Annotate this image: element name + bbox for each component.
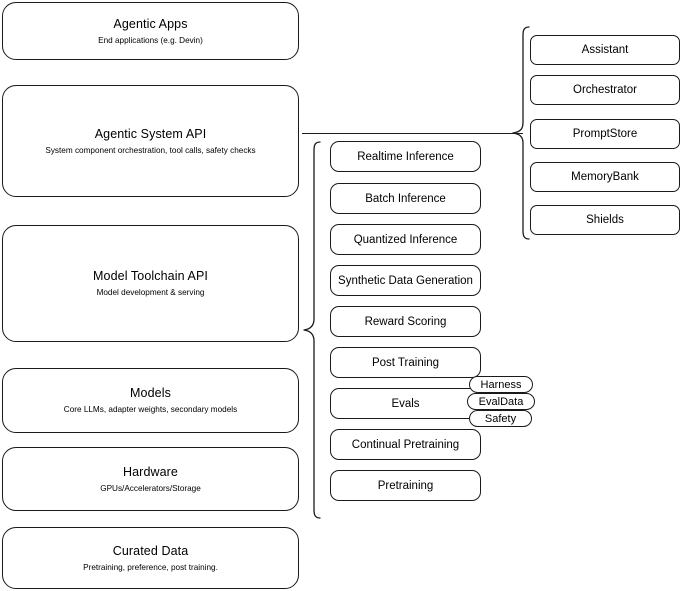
capability-label: Pretraining	[377, 479, 434, 492]
connector-line-agentic-system-api	[302, 133, 523, 134]
layer-title: Curated Data	[112, 543, 189, 558]
layer-title: Agentic System API	[94, 126, 207, 141]
layer-box-hardware[interactable]: Hardware GPUs/Accelerators/Storage	[2, 447, 299, 511]
capability-label: Quantized Inference	[353, 233, 458, 246]
capability-box-realtime-inference[interactable]: Realtime Inference	[330, 141, 481, 172]
capability-box-evals[interactable]: Evals	[330, 388, 481, 419]
layer-subtitle: System component orchestration, tool cal…	[45, 145, 256, 155]
layer-box-agentic-system-api[interactable]: Agentic System API System component orch…	[2, 85, 299, 197]
capability-label: Evals	[391, 397, 420, 410]
component-box-shields[interactable]: Shields	[530, 205, 680, 235]
layer-subtitle: Core LLMs, adapter weights, secondary mo…	[63, 405, 238, 414]
component-box-memorybank[interactable]: MemoryBank	[530, 162, 680, 192]
layer-title: Models	[130, 386, 171, 400]
component-label: Assistant	[581, 44, 629, 56]
layer-title: Hardware	[123, 464, 178, 479]
bracket-model-toolchain	[303, 141, 321, 519]
component-box-assistant[interactable]: Assistant	[530, 35, 680, 65]
evals-tag-safety[interactable]: Safety	[469, 410, 532, 427]
capability-label: Post Training	[371, 356, 440, 369]
component-label: Orchestrator	[573, 84, 637, 96]
component-box-promptstore[interactable]: PromptStore	[530, 119, 680, 149]
layer-title: Model Toolchain API	[93, 269, 208, 283]
capability-box-continual-pretraining[interactable]: Continual Pretraining	[330, 429, 481, 460]
layer-box-agentic-apps[interactable]: Agentic Apps End applications (e.g. Devi…	[2, 2, 299, 60]
component-label: PromptStore	[572, 128, 638, 140]
capability-box-batch-inference[interactable]: Batch Inference	[330, 183, 481, 214]
capability-label: Synthetic Data Generation	[338, 274, 473, 287]
layer-subtitle: Pretraining, preference, post training.	[83, 562, 218, 572]
layer-subtitle: End applications (e.g. Devin)	[98, 35, 203, 45]
layer-box-models[interactable]: Models Core LLMs, adapter weights, secon…	[2, 368, 299, 433]
capability-label: Reward Scoring	[364, 315, 447, 328]
layer-subtitle: GPUs/Accelerators/Storage	[100, 483, 201, 493]
evals-tag-label: EvalData	[478, 395, 524, 408]
evals-tag-label: Harness	[480, 378, 522, 391]
capability-label: Continual Pretraining	[351, 438, 460, 451]
capability-box-synthetic-data-generation[interactable]: Synthetic Data Generation	[330, 265, 481, 296]
layer-subtitle: Model development & serving	[96, 288, 205, 297]
component-label: MemoryBank	[571, 171, 639, 183]
capability-box-reward-scoring[interactable]: Reward Scoring	[330, 306, 481, 337]
evals-tag-label: Safety	[484, 412, 517, 425]
capability-label: Realtime Inference	[357, 150, 454, 163]
capability-box-quantized-inference[interactable]: Quantized Inference	[330, 224, 481, 255]
capability-box-post-training[interactable]: Post Training	[330, 347, 481, 378]
evals-tag-evaldata[interactable]: EvalData	[467, 393, 535, 410]
evals-tag-harness[interactable]: Harness	[469, 376, 533, 393]
component-box-orchestrator[interactable]: Orchestrator	[530, 75, 680, 105]
layer-box-curated-data[interactable]: Curated Data Pretraining, preference, po…	[2, 527, 299, 589]
layer-box-model-toolchain-api[interactable]: Model Toolchain API Model development & …	[2, 225, 299, 342]
layer-title: Agentic Apps	[113, 16, 188, 31]
capability-box-pretraining[interactable]: Pretraining	[330, 470, 481, 501]
capability-label: Batch Inference	[365, 192, 446, 205]
component-label: Shields	[586, 214, 624, 226]
